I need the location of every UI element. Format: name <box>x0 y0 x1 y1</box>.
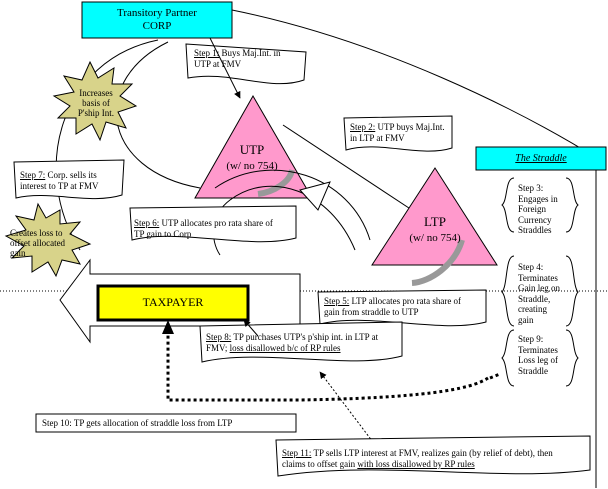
basis-starburst <box>52 60 138 142</box>
step8-flag <box>199 321 403 363</box>
ltp-name: LTP <box>424 214 446 229</box>
step2-label: Step 2: UTP buys Maj.Int. in LTP at FMV <box>350 122 445 143</box>
step1-flag <box>185 43 307 85</box>
straddle-title: The Straddle <box>515 153 567 164</box>
swoosh-arrowhead <box>299 181 331 211</box>
step3-label: Step 3: Engages in Foreign Currency Stra… <box>518 183 558 235</box>
arrow-utp-to-ltp <box>282 124 416 213</box>
corp-title-line1: Transitory Partner <box>117 7 197 19</box>
ltp-grey-arrow <box>411 239 465 286</box>
step2-flag <box>343 115 453 152</box>
straddle-brace-right <box>565 177 579 233</box>
loss-starburst <box>4 202 92 278</box>
ltp-sub: (w/ no 754) <box>409 232 461 244</box>
allocation-swoosh-inner <box>214 169 371 241</box>
ownership-curve <box>231 9 601 161</box>
arrow-corp-to-utp <box>209 37 241 99</box>
dotted-tail-right <box>489 372 501 380</box>
straddle-box <box>475 146 607 171</box>
step1-label: Step 1: Buys Maj.Int. in UTP at FMV <box>194 48 281 69</box>
step11-label: Step 11: TP sells LTP interest at FMV, r… <box>282 448 553 469</box>
step5-flag <box>317 289 487 327</box>
loss-starburst-text: Creates loss to offset allocated gain <box>10 228 66 258</box>
straddle-brace-left-2 <box>501 255 515 327</box>
corp-title-line2: CORP <box>142 20 172 32</box>
straddle-brace-right-2 <box>565 255 579 327</box>
arrow-step8-to-taxpayer <box>243 319 259 337</box>
corp-box <box>81 1 233 39</box>
corp-title: Transitory Partner CORP <box>84 7 230 33</box>
utp-name: UTP <box>239 142 265 157</box>
basis-starburst-text: Increases basis of P'ship Int. <box>77 88 115 118</box>
straddle-brace-right-3 <box>565 329 579 387</box>
utp-sub: (w/ no 754) <box>226 160 278 172</box>
step6-flag <box>129 205 297 243</box>
step7-label: Step 7: Corp. sells its interest to TP a… <box>20 170 99 191</box>
step8-label: Step 8: TP purchases UTP's p'ship int. i… <box>206 332 379 353</box>
taxpayer-title: TAXPAYER <box>142 295 204 309</box>
utp-grey-arrow <box>257 169 295 197</box>
step10-box <box>35 413 297 433</box>
utp-triangle <box>194 94 313 199</box>
step6-label: Step 6: UTP allocates pro rata share of … <box>134 218 273 239</box>
straddle-brace-left <box>501 177 515 233</box>
step10-label: Step 10: TP gets allocation of straddle … <box>42 418 233 428</box>
taxpayer-box <box>96 284 250 322</box>
step9-label: Step 9: Terminates Loss leg of Straddle <box>518 334 558 376</box>
step11-flag <box>275 435 591 477</box>
step5-label: Step 5: LTP allocates pro rata share of … <box>324 296 462 317</box>
step7-flag <box>13 159 125 200</box>
straddle-brace-left-3 <box>501 329 515 387</box>
ltp-triangle <box>371 167 498 266</box>
return-curve-left <box>55 39 159 251</box>
step10-arrowhead <box>162 320 174 334</box>
step4-label: Step 4: Terminates Gain leg on Straddle,… <box>518 262 560 325</box>
